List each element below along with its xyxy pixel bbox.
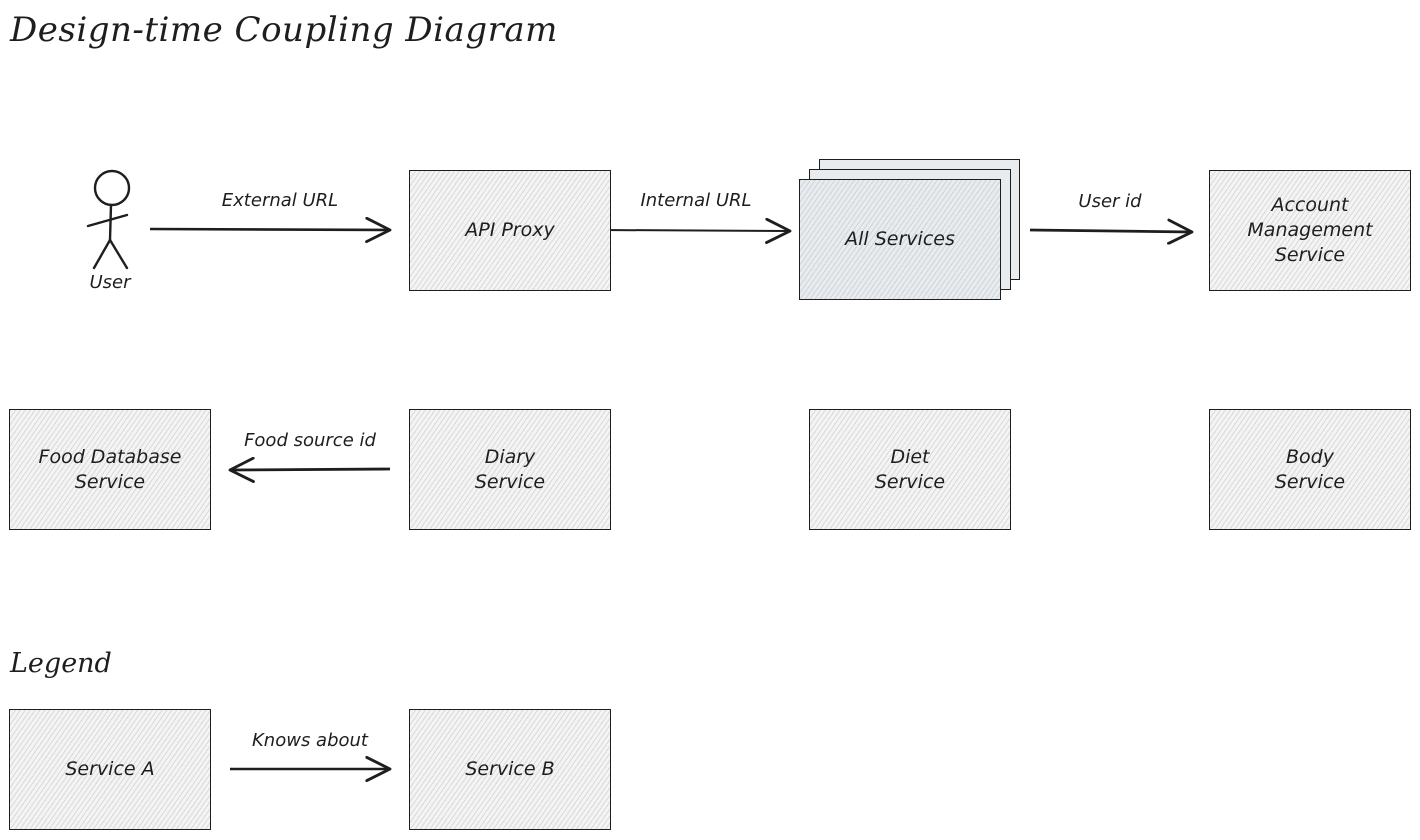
edge-diary-to-food [230,469,391,470]
food-database-service-node[interactable]: Food Database Service [9,409,211,530]
account-management-service-label: Account Management Service [1247,194,1373,266]
legend-service-a-node[interactable]: Service A [9,709,211,830]
edge-proxy-to-services [599,230,790,231]
user-head [93,169,131,207]
diet-service-node[interactable]: Diet Service [809,409,1011,530]
legend-service-a-label: Service A [65,758,155,781]
edge-label-knows-about: Knows about [252,730,368,751]
edge-services-to-account [1029,230,1192,232]
user-body [108,203,113,242]
legend-service-b-node[interactable]: Service B [409,709,611,830]
edge-label-external-url: External URL [221,190,339,211]
diagram-title: Design-time Coupling Diagram [10,10,558,50]
user-right-leg [108,238,129,270]
user-left-leg [92,238,112,270]
diet-service-label: Diet Service [874,445,946,493]
food-database-service-label: Food Database Service [38,445,182,493]
diary-service-label: Diary Service [474,445,546,493]
api-proxy-node[interactable]: API Proxy [409,170,611,291]
user-arms [86,213,129,228]
api-proxy-label: API Proxy [465,219,555,242]
legend-service-b-label: Service B [465,758,555,781]
edge-label-internal-url: Internal URL [640,190,752,211]
user-actor-figure [86,169,131,270]
diary-service-node[interactable]: Diary Service [409,409,611,530]
body-service-label: Body Service [1274,445,1346,493]
all-services-node[interactable]: All Services [799,179,1001,300]
edge-label-food-source-id: Food source id [244,430,376,451]
body-service-node[interactable]: Body Service [1209,409,1411,530]
all-services-label: All Services [845,228,955,251]
user-actor-label: User [89,272,131,293]
account-management-service-node[interactable]: Account Management Service [1209,170,1411,291]
legend-title: Legend [10,648,112,679]
edge-label-user-id: User id [1078,191,1142,212]
edge-user-to-proxy [149,229,390,230]
